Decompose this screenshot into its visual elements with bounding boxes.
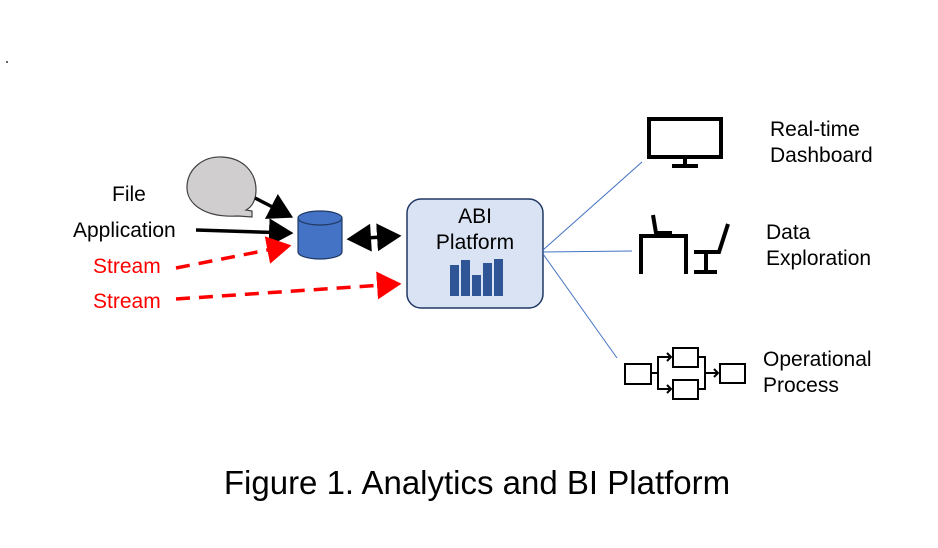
arrow-application-to-db	[195, 218, 294, 247]
output-label-dashboard-line2: Dashboard	[770, 144, 873, 167]
source-label-file: File	[112, 183, 146, 206]
platform-label-line1: ABI	[458, 205, 492, 228]
figure-caption: Figure 1. Analytics and BI Platform	[224, 464, 730, 501]
bar-chart-icon	[450, 259, 503, 296]
arrow-file-to-db	[254, 193, 294, 219]
arrow-stream-to-db	[175, 236, 292, 270]
output-label-process-line1: Operational	[763, 348, 872, 371]
file-bubble-icon	[186, 156, 257, 218]
monitor-icon	[647, 117, 723, 168]
arrow-stream-to-platform	[175, 271, 402, 301]
platform-label-line2: Platform	[436, 231, 514, 254]
stray-dot	[6, 61, 8, 63]
connector-to-process	[542, 253, 618, 359]
process-flow-icon	[624, 347, 746, 400]
desk-chair-icon	[639, 214, 730, 274]
database-icon	[297, 210, 343, 260]
abi-platform-node: ABI Platform	[406, 198, 544, 309]
source-label-stream-2: Stream	[93, 290, 161, 313]
output-label-process-line2: Process	[763, 374, 839, 397]
output-label-exploration-line1: Data	[766, 221, 811, 244]
output-label-dashboard-line1: Real-time	[770, 118, 860, 141]
source-label-application: Application	[73, 219, 176, 242]
output-label-exploration-line2: Exploration	[766, 247, 871, 270]
connector-to-exploration	[542, 250, 633, 253]
source-label-stream-1: Stream	[93, 255, 161, 278]
connector-to-dashboard	[542, 161, 643, 251]
arrow-db-platform-bidirectional	[346, 223, 402, 252]
